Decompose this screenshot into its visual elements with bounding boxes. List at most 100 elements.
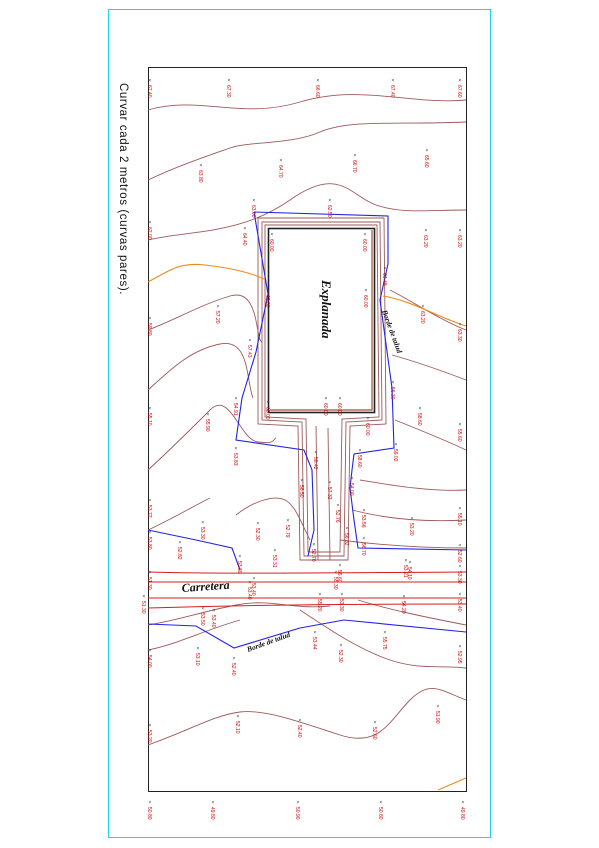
spot-height-label: 59.80 — [146, 323, 152, 336]
spot-marker: × — [216, 304, 219, 310]
explanada-label: Explanada — [319, 279, 334, 339]
spot-marker: × — [148, 220, 151, 226]
spot-marker: × — [199, 163, 202, 169]
spot-marker: × — [338, 396, 341, 402]
spot-marker: × — [345, 526, 348, 532]
sheet-frame — [108, 9, 491, 838]
spot-marker: × — [248, 580, 251, 586]
spot-marker: × — [362, 508, 365, 514]
spot-height-label: 67.30 — [225, 85, 231, 98]
spot-height-label: 53.80 — [146, 537, 152, 550]
spot-marker: × — [148, 723, 151, 729]
contour-line — [147, 405, 277, 471]
spot-height-label: 60.00 — [322, 403, 328, 416]
spot-marker: × — [362, 536, 365, 542]
spot-height-label: 50.80 — [377, 807, 383, 820]
spot-marker: × — [212, 608, 215, 614]
spot-marker: × — [279, 158, 282, 164]
contour-line-orange — [382, 295, 467, 327]
spot-height-label: 52.40 — [296, 725, 302, 738]
platform-inner-edge — [270, 230, 373, 411]
spot-marker: × — [196, 646, 199, 652]
spot-height-label: 50.90 — [294, 807, 300, 820]
spot-height-label: 62.00 — [146, 227, 152, 240]
spot-height-label: 52.82 — [176, 547, 182, 560]
spot-marker: × — [338, 563, 341, 569]
spot-height-label: 52.10 — [234, 721, 240, 734]
spot-marker: × — [353, 153, 356, 159]
spot-height-label: 53.89 — [236, 561, 242, 574]
contour-line — [147, 183, 467, 241]
spot-marker: × — [394, 442, 397, 448]
contour-line-orange — [147, 263, 267, 283]
spot-height-label: 53.30 — [199, 527, 205, 540]
spot-marker: × — [148, 406, 151, 412]
contour-line — [339, 539, 467, 549]
spot-height-label: 67.40 — [146, 85, 152, 98]
spot-height-label: 53.30 — [456, 571, 462, 584]
index-contours — [147, 263, 467, 791]
spot-marker: × — [296, 800, 299, 806]
spot-marker: × — [334, 570, 337, 576]
labels: Curvar cada 2 metros (curvas pares). Exp… — [117, 83, 404, 654]
spot-marker: × — [458, 564, 461, 570]
spot-marker: × — [178, 540, 181, 546]
spot-height-label: 54.20 — [400, 601, 406, 614]
spot-height-label: 53.56 — [360, 515, 366, 528]
spot-marker: × — [286, 518, 289, 524]
spot-height-label: 60.00 — [264, 295, 270, 308]
spot-marker: × — [256, 521, 259, 527]
spot-height-label: 55.90 — [204, 419, 210, 432]
spot-height-label: 53.50 — [199, 613, 205, 626]
road — [147, 571, 467, 609]
spot-height-label: 52.40 — [230, 663, 236, 676]
spot-height-label: 58.50 — [298, 485, 304, 498]
contour-line — [315, 425, 319, 561]
spot-height-label: 58.60 — [356, 455, 362, 468]
spot-height-label: 54.91 — [232, 403, 238, 416]
spot-height-label: 53.20 — [146, 730, 152, 743]
spot-marker: × — [252, 198, 255, 204]
contour-line — [351, 509, 467, 522]
spot-height-label: 49.80 — [209, 807, 215, 820]
spot-height-label: 55.30 — [332, 577, 338, 590]
spot-height-label: 60.00 — [362, 295, 368, 308]
spot-height-label: 52.30 — [254, 528, 260, 541]
contour-line — [394, 419, 467, 451]
spot-marker: × — [324, 396, 327, 402]
contour-line — [147, 343, 254, 399]
spot-height-label: 67.60 — [456, 85, 462, 98]
spot-marker: × — [363, 232, 366, 238]
slope-boundary-road-n — [147, 529, 241, 571]
spot-height-label: 58.60 — [416, 413, 422, 426]
spot-marker: × — [148, 316, 151, 322]
carretera-label: Carretera — [181, 578, 230, 595]
spot-height-label: 52.60 — [371, 727, 377, 740]
map-border — [148, 67, 467, 792]
spot-height-label: 50.80 — [146, 807, 152, 820]
contour-line — [257, 217, 387, 561]
spot-marker: × — [339, 643, 342, 649]
slope-boundary-upper — [253, 211, 467, 551]
spot-height-label: 66.60 — [314, 85, 320, 98]
spot-height-label: 51.30 — [140, 601, 146, 614]
spot-marker: × — [408, 560, 411, 566]
spot-height-label: 58.42 — [312, 457, 318, 470]
spot-marker: × — [273, 548, 276, 554]
spot-height-label: 53.30 — [338, 599, 344, 612]
spot-heights: ×67.40×67.30×66.60×67.40×67.60×63.80×64.… — [140, 78, 465, 820]
spot-height-label: 60.00 — [268, 239, 274, 252]
spot-height-label: 60.00 — [336, 403, 342, 416]
spot-marker: × — [270, 232, 273, 238]
slope-boundary-road-s — [147, 619, 467, 649]
spot-height-label: 55.10 — [146, 413, 152, 426]
spot-height-label: 66.70 — [351, 160, 357, 173]
spot-marker: × — [148, 498, 151, 504]
spot-height-label: 53.40 — [456, 599, 462, 612]
spot-height-label: 64.40 — [241, 233, 247, 246]
spot-marker: × — [148, 648, 151, 654]
spot-marker: × — [358, 448, 361, 454]
spot-marker: × — [458, 592, 461, 598]
spot-marker: × — [391, 78, 394, 84]
